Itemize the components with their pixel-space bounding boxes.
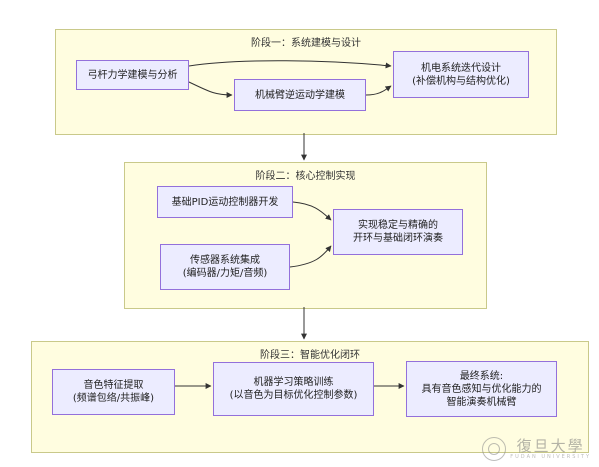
node-arm-inverse-kinematics: 机械臂逆运动学建模	[234, 79, 366, 111]
node-timbre-features: 音色特征提取 (频谱包络/共振峰)	[52, 369, 175, 415]
node-iterative-design-line-2: (补偿机构与结构优化)	[412, 75, 510, 87]
fudan-logo: 復旦大學 FUDAN UNIVERSITY	[482, 437, 591, 461]
node-final-line-2: 具有音色感知与优化能力的	[421, 383, 542, 395]
node-stable-line-1: 实现稳定与精确的	[358, 220, 438, 231]
node-pid-controller: 基础PID运动控制器开发	[157, 186, 293, 218]
node-ml-line-2: (以音色为目标优化控制参数)	[229, 390, 358, 401]
node-final-line-1: 最终系统:	[459, 370, 504, 382]
node-sensor-line-1: 传感器系统集成	[190, 255, 260, 266]
node-sensor-integration: 传感器系统集成 (编码器/力矩/音频)	[160, 244, 290, 290]
node-timbre-line-1: 音色特征提取	[83, 380, 144, 391]
node-ml-training: 机器学习策略训练 (以音色为目标优化控制参数)	[213, 362, 374, 416]
node-final-line-3: 智能演奏机械臂	[446, 396, 517, 408]
node-timbre-line-2: (频谱包络/共振峰)	[72, 393, 155, 404]
logo-chinese-text: 復旦大學	[516, 437, 585, 455]
node-sensor-line-2: (编码器/力矩/音频)	[182, 268, 268, 279]
node-bow-modeling: 弓杆力学建模与分析	[76, 60, 189, 90]
node-pid-line-1: 基础PID运动控制器开发	[171, 196, 279, 208]
stage-2-title: 阶段二：核心控制实现	[255, 171, 356, 182]
node-ml-line-1: 机器学习策略训练	[253, 377, 334, 388]
node-iterative-design: 机电系统迭代设计 (补偿机构与结构优化)	[393, 51, 529, 98]
fudan-seal-icon	[482, 437, 507, 461]
node-stable-playing: 实现稳定与精确的 开环与基础闭环演奏	[333, 209, 463, 255]
logo-english-text: FUDAN UNIVERSITY	[510, 454, 591, 460]
node-stable-line-2: 开环与基础闭环演奏	[353, 233, 443, 244]
node-final-system: 最终系统: 具有音色感知与优化能力的 智能演奏机械臂	[406, 361, 557, 417]
node-arm-ik-line-1: 机械臂逆运动学建模	[255, 89, 345, 101]
node-iterative-design-line-1: 机电系统迭代设计	[421, 62, 501, 74]
node-bow-modeling-line-1: 弓杆力学建模与分析	[87, 69, 178, 81]
stage-3-title: 阶段三：智能优化闭环	[260, 350, 360, 361]
stage-1-title: 阶段一：系统建模与设计	[251, 38, 361, 49]
